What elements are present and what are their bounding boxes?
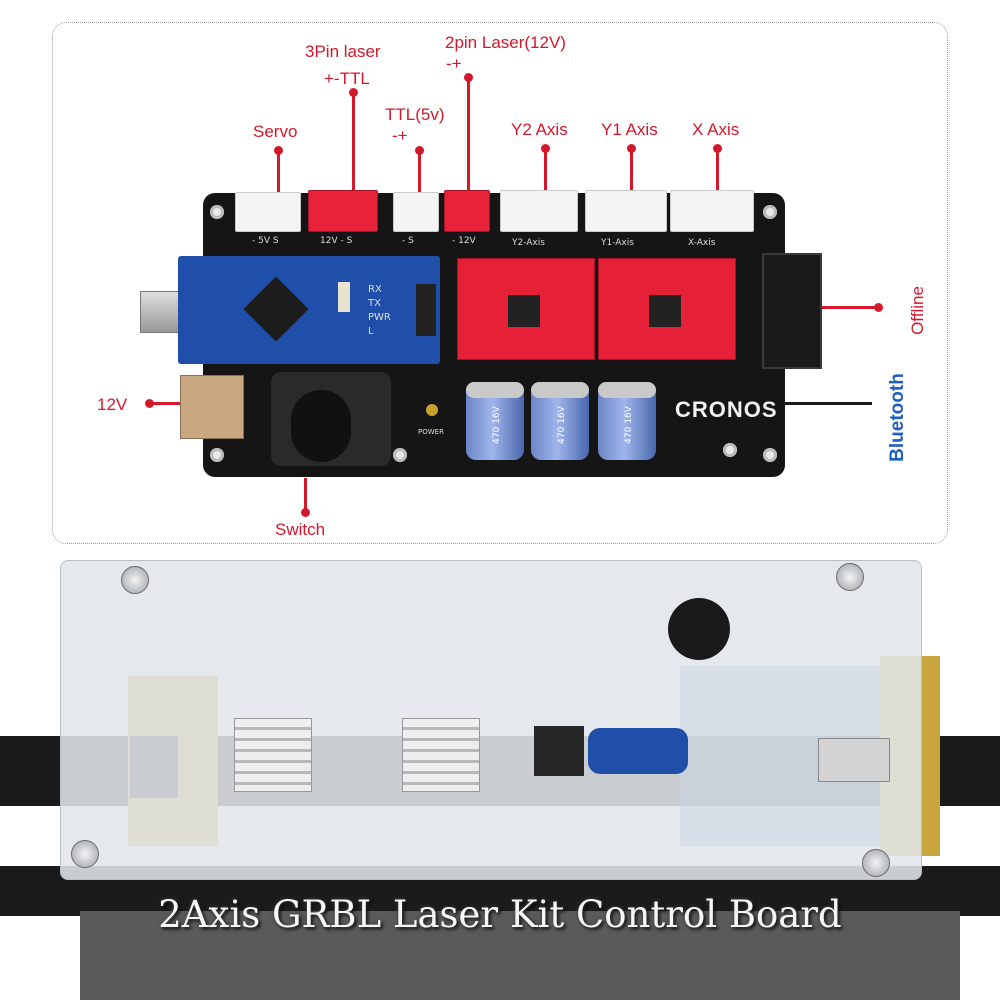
offline-header-connector xyxy=(762,253,822,369)
ttl-connector xyxy=(393,192,439,232)
offline-callout-dot xyxy=(874,303,883,312)
power-callout-line xyxy=(150,402,180,405)
mount-hole xyxy=(763,448,777,462)
y2-callout-line xyxy=(544,148,547,194)
laser3-callout-dot xyxy=(349,88,358,97)
silk-laser3: 12V - S xyxy=(320,236,353,246)
silk-y1-axis: Y1-Axis xyxy=(601,238,634,248)
laser2-callout-line xyxy=(467,77,470,194)
label-ttl-polarity: -+ xyxy=(392,126,408,145)
laser2-callout-dot xyxy=(464,73,473,82)
label-ttl: TTL(5v) xyxy=(385,105,445,124)
x-axis-connector xyxy=(670,190,754,232)
label-y1-axis: Y1 Axis xyxy=(601,120,658,139)
pin-header xyxy=(416,284,436,336)
acrylic-cover xyxy=(60,560,922,880)
heatsink xyxy=(234,718,312,792)
y1-callout-line xyxy=(630,148,633,194)
mount-hole xyxy=(210,205,224,219)
cap-text: 470 16V xyxy=(556,406,567,444)
bluetooth-module xyxy=(588,728,688,774)
cap-text: 470 16V xyxy=(491,406,502,444)
silk-ttl: - S xyxy=(402,236,414,246)
switch-callout-dot xyxy=(301,508,310,517)
label-3pin-laser: 3Pin laser xyxy=(305,42,381,61)
ttl-callout-dot xyxy=(415,146,424,155)
offline-callout-line xyxy=(818,306,878,309)
silk-y2-axis: Y2-Axis xyxy=(512,238,545,248)
screw xyxy=(836,563,864,591)
power-callout-dot xyxy=(145,399,154,408)
led-label-rx: RX xyxy=(368,284,382,295)
reset-button xyxy=(338,282,350,312)
label-servo: Servo xyxy=(253,122,298,141)
cap-text: 470 16V xyxy=(623,406,634,444)
screw xyxy=(121,566,149,594)
mount-hole xyxy=(393,448,407,462)
switch-knob xyxy=(291,390,351,462)
label-12v: 12V xyxy=(97,395,128,414)
mcu-chip xyxy=(243,276,309,342)
mount-hole xyxy=(210,448,224,462)
servo-callout-dot xyxy=(274,146,283,155)
silk-laser2: - 12V xyxy=(452,236,476,246)
label-bluetooth: Bluetooth xyxy=(886,373,908,462)
laser3-callout-line xyxy=(352,92,355,194)
capacitor xyxy=(531,382,589,460)
bluetooth-callout-line-h xyxy=(744,402,872,405)
x-axis-stepper-driver xyxy=(598,258,736,360)
ttl-callout-line xyxy=(418,150,421,194)
y1-axis-connector xyxy=(585,190,667,232)
silk-power: POWER xyxy=(418,428,444,436)
driver-chip xyxy=(649,295,681,327)
label-2pin-laser-polarity: -+ xyxy=(446,54,462,73)
laser-3pin-connector xyxy=(308,190,378,232)
capacitor xyxy=(466,382,524,460)
label-3pin-laser-ttl: +-TTL xyxy=(324,69,370,88)
mount-hole xyxy=(723,443,737,457)
y2-axis-connector xyxy=(500,190,578,232)
servo-connector xyxy=(235,192,301,232)
label-x-axis: X Axis xyxy=(692,120,740,139)
heatsink xyxy=(402,718,480,792)
dc-power-jack xyxy=(180,375,244,439)
led-label-tx: TX xyxy=(368,298,381,309)
switch-callout-line xyxy=(304,478,307,512)
switch-knob xyxy=(668,598,730,660)
servo-callout-line xyxy=(277,150,280,194)
power-led xyxy=(426,404,438,416)
silk-x-axis: X-Axis xyxy=(688,238,716,248)
product-caption: 2Axis GRBL Laser Kit Control Board xyxy=(158,893,842,936)
pin-header xyxy=(534,726,584,776)
brand-logo: CRONOS xyxy=(675,397,778,422)
caption-bar xyxy=(80,911,960,1000)
label-2pin-laser: 2pin Laser(12V) xyxy=(445,33,566,52)
label-switch: Switch xyxy=(275,520,326,539)
led-label-pwr: PWR xyxy=(368,312,391,323)
led-label-l: L xyxy=(368,326,374,337)
silk-servo: - 5V S xyxy=(252,236,279,246)
y-axis-stepper-driver xyxy=(457,258,595,360)
screw xyxy=(71,840,99,868)
x-callout-line xyxy=(716,148,719,194)
screw xyxy=(862,849,890,877)
mount-hole xyxy=(763,205,777,219)
capacitor xyxy=(598,382,656,460)
label-y2-axis: Y2 Axis xyxy=(511,120,568,139)
label-offline: Offline xyxy=(907,286,927,335)
y2-callout-dot xyxy=(541,144,550,153)
usb-mini-port xyxy=(818,738,890,782)
driver-chip xyxy=(508,295,540,327)
y1-callout-dot xyxy=(627,144,636,153)
x-callout-dot xyxy=(713,144,722,153)
laser-2pin-connector xyxy=(444,190,490,232)
arduino-nano xyxy=(178,256,440,364)
